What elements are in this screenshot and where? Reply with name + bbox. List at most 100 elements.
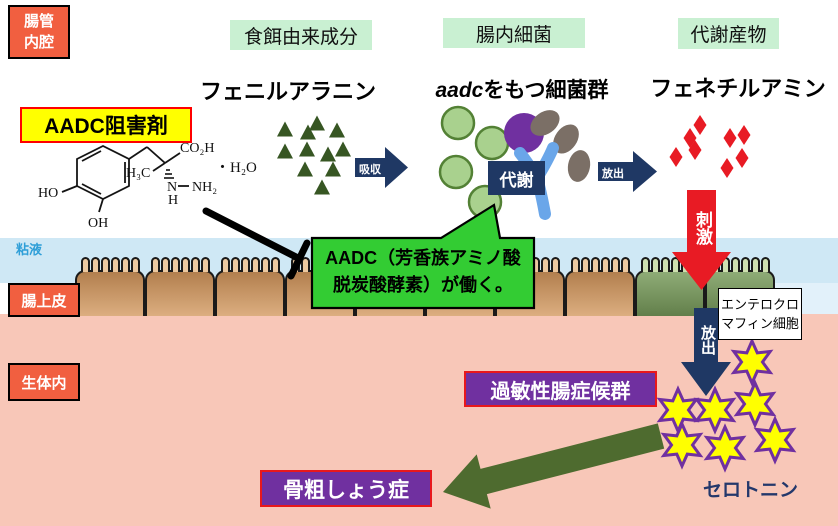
- phenylalanine-molecule: [309, 115, 325, 131]
- microvillus-bump: [151, 257, 160, 272]
- header-gut-bacteria: 腸内細菌: [443, 18, 585, 48]
- aadc-inhibitor-box: AADC阻害剤: [20, 107, 192, 143]
- phenylalanine-molecule: [325, 161, 341, 177]
- microvillus-bump: [271, 257, 280, 272]
- green-bacterium: [474, 125, 510, 161]
- microvillus-bump: [761, 257, 770, 272]
- microvillus-bump: [611, 257, 620, 272]
- lumen-region-label: 腸管 内腔: [8, 5, 70, 59]
- gray-bacterium: [567, 150, 591, 182]
- phenylalanine-molecule: [314, 179, 330, 195]
- aadc-bacteria-heading: aadcをもつ細菌群: [424, 74, 620, 104]
- microvillus-bump: [221, 257, 230, 272]
- chemical-structure: HO OH CO₂H H₃C N H NH₂ ・H₂O: [38, 141, 257, 231]
- microvillus-bump: [751, 257, 760, 272]
- microvillus-bump: [161, 257, 170, 272]
- ec-cell-line2: マフィン細胞: [721, 316, 799, 331]
- microvillus-bump: [731, 257, 740, 272]
- microvillus-bump: [241, 257, 250, 272]
- enterochromaffin-cell: [635, 270, 705, 316]
- chem-ho-label: HO: [38, 186, 58, 201]
- aadc-gene-italic: aadc: [435, 79, 484, 102]
- microvillus-bump: [171, 257, 180, 272]
- phenethylamine-molecule: [683, 128, 697, 148]
- microvillus-bump: [721, 257, 730, 272]
- aadc-bubble-text: AADC（芳香族アミノ酸 脱炭酸酵素）が働く。: [314, 245, 532, 299]
- chem-h-label: H: [168, 193, 178, 208]
- release-lumen-label: 放出: [602, 168, 624, 180]
- microvillus-bump: [291, 257, 300, 272]
- lumen-line2: 内腔: [23, 34, 54, 51]
- microvillus-bump: [301, 257, 310, 272]
- microvillus-bump: [641, 257, 650, 272]
- phenylalanine-molecule: [277, 121, 293, 137]
- green-bacterium: [438, 154, 474, 190]
- ibs-outcome-box: 過敏性腸症候群: [464, 371, 657, 407]
- chem-hydrate-label: ・H₂O: [215, 160, 257, 176]
- phenylalanine-molecule: [320, 146, 336, 162]
- chem-h3c-label: H₃C: [126, 166, 150, 181]
- serotonin-label: セロトニン: [703, 480, 799, 501]
- stimulate-arrow-label: 刺激: [693, 211, 712, 245]
- microvillus-bump: [551, 257, 560, 272]
- enterochromaffin-cell-box: エンテロクロ マフィン細胞: [718, 288, 802, 340]
- microvillus-bump: [591, 257, 600, 272]
- phenylalanine-molecule: [335, 141, 351, 157]
- microvillus-bump: [711, 257, 720, 272]
- bubble-line1: AADC（芳香族アミノ酸: [325, 248, 521, 268]
- bubble-line2: 脱炭酸酵素）が働く。: [333, 275, 513, 295]
- phenethylamine-molecule: [688, 140, 702, 160]
- microvillus-bump: [101, 257, 110, 272]
- microvillus-bump: [91, 257, 100, 272]
- microvillus-bump: [691, 257, 700, 272]
- epithelial-cell: [75, 270, 145, 316]
- microvillus-bump: [201, 257, 210, 272]
- microvillus-bump: [251, 257, 260, 272]
- phenylalanine-molecule: [277, 143, 293, 159]
- release-body-label: 放出: [699, 325, 716, 355]
- microvillus-bump: [661, 257, 670, 272]
- chem-nh2-label: NH₂: [192, 180, 217, 195]
- microvillus-bump: [601, 257, 610, 272]
- phenylalanine-molecule: [300, 124, 316, 140]
- green-bacterium: [440, 105, 476, 141]
- phenethylamine-molecule: [720, 158, 734, 178]
- microvillus-bump: [181, 257, 190, 272]
- osteoporosis-outcome-box: 骨粗しょう症: [260, 470, 432, 507]
- epithelium-label: 腸上皮: [8, 283, 80, 317]
- epithelial-cell: [565, 270, 635, 316]
- microvillus-bump: [121, 257, 130, 272]
- microvillus-bump: [191, 257, 200, 272]
- gray-bacterium: [530, 110, 560, 136]
- purple-bacterium: [504, 113, 544, 153]
- phenethylamine-molecule: [669, 147, 683, 167]
- chem-oh-label: OH: [88, 216, 108, 231]
- chem-co2h-label: CO₂H: [180, 141, 214, 156]
- phenylalanine-heading: フェニルアラニン: [199, 79, 376, 104]
- phenylalanine-molecule: [297, 161, 313, 177]
- microvillus-bump: [261, 257, 270, 272]
- microvillus-bump: [671, 257, 680, 272]
- microvillus-bump: [621, 257, 630, 272]
- phenethylamine-heading: フェネチルアミン: [650, 76, 826, 101]
- header-dietary: 食餌由来成分: [230, 20, 372, 50]
- microvillus-bump: [231, 257, 240, 272]
- microvillus-bump: [571, 257, 580, 272]
- metabolize-box: 代謝: [488, 161, 545, 195]
- absorb-arrow-label: 吸収: [359, 164, 381, 176]
- phenylalanine-molecule: [299, 141, 315, 157]
- microvillus-bump: [111, 257, 120, 272]
- microvillus-bump: [741, 257, 750, 272]
- microvillus-bump: [651, 257, 660, 272]
- phenethylamine-molecule: [723, 128, 737, 148]
- phenylalanine-molecule: [329, 122, 345, 138]
- phenethylamine-molecule: [737, 125, 751, 145]
- mucus-label: 粘液: [16, 242, 43, 257]
- aadc-gene-suffix: をもつ細菌群: [483, 79, 609, 102]
- epithelial-cell: [145, 270, 215, 316]
- gray-bacterium: [553, 124, 579, 154]
- phenethylamine-diamonds: [669, 115, 751, 178]
- microvillus-bump: [531, 257, 540, 272]
- lumen-line1: 腸管: [23, 13, 54, 30]
